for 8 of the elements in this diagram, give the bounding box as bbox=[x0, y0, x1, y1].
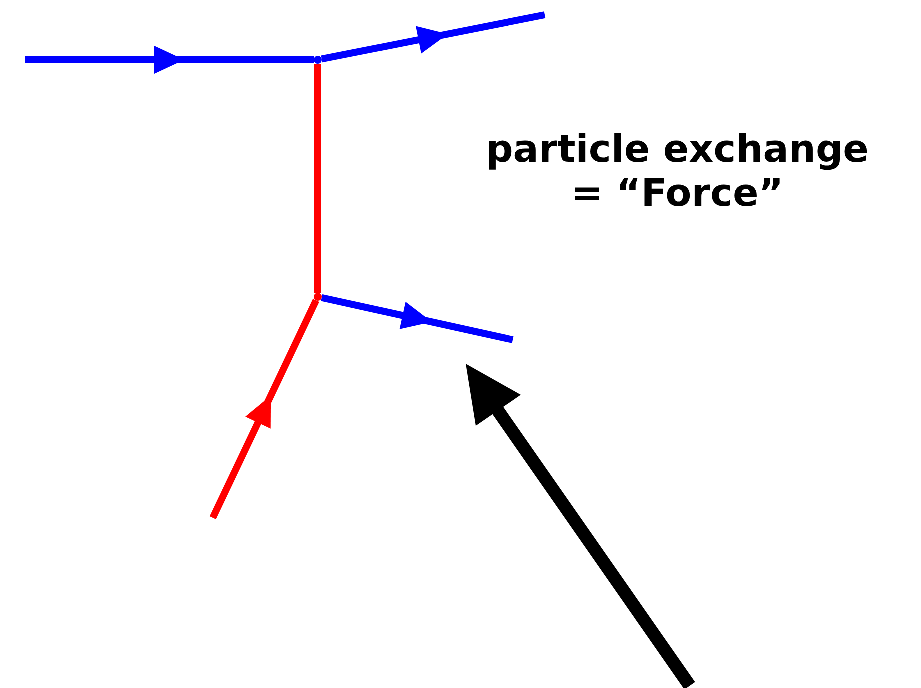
annotation-text: particle exchange = “Force” bbox=[485, 127, 870, 215]
vertex-dot bbox=[314, 293, 322, 301]
particle-line-arrow bbox=[321, 12, 546, 63]
vertex-dot bbox=[314, 56, 322, 64]
particle-line-arrow bbox=[25, 46, 314, 74]
particle-line-arrow bbox=[210, 299, 320, 520]
particle-line-arrow bbox=[321, 294, 514, 344]
particle-line bbox=[314, 64, 322, 293]
